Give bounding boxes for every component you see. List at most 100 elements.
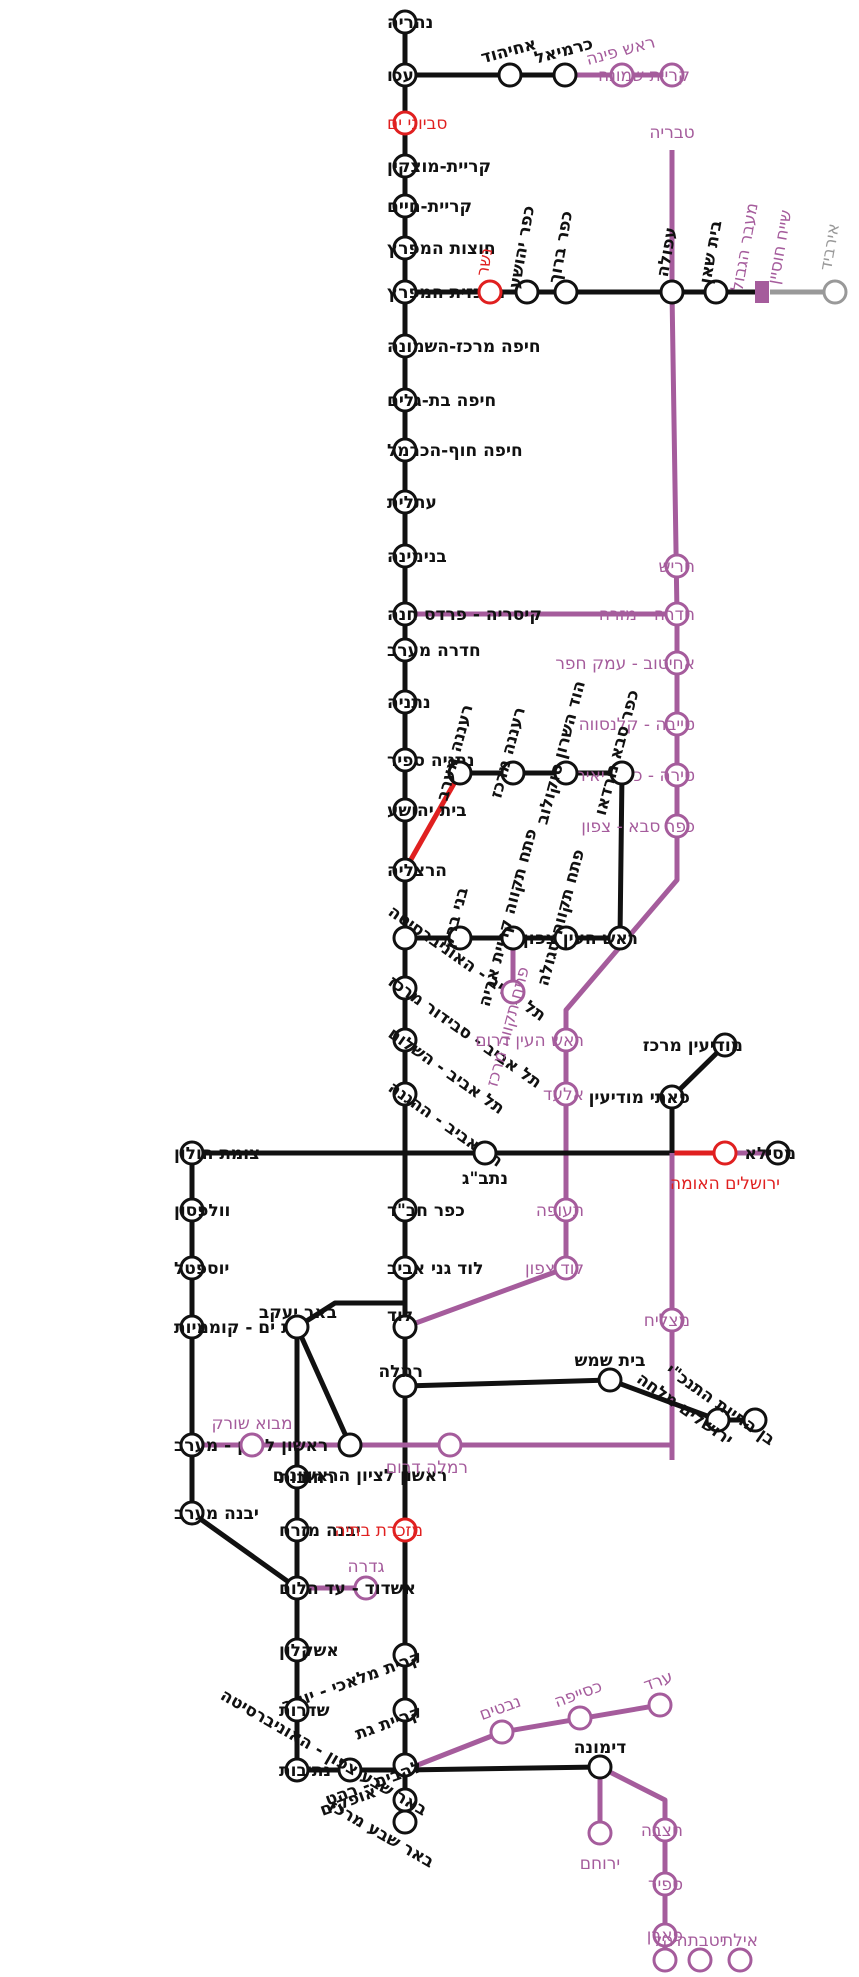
station-label: עפולה: [653, 226, 681, 279]
station-hashmona: חיפה מרכז-השמונה: [387, 333, 541, 359]
station-haderamizrach: חדרה - מזרח: [599, 601, 695, 627]
station-marker: [497, 62, 523, 88]
station-achihud: אחיהוד: [479, 34, 539, 88]
station-label: תעופה: [536, 1201, 584, 1221]
rail-line-planned: [404, 150, 680, 1330]
station-chaim: קריית-חיים: [387, 193, 472, 219]
station-label: אירביד: [816, 222, 844, 272]
station-label: כפר סבא נורדאו: [591, 688, 644, 818]
station-mevaseret: מסילא: [744, 1140, 796, 1166]
station-marker: [607, 925, 633, 951]
station-label: מעבר הגבול: [727, 201, 762, 292]
station-marker: [179, 1140, 205, 1166]
station-elad: אלעד: [543, 1081, 584, 1107]
station-kfaryehoshua: כפר יהושע: [505, 204, 540, 305]
station-marker: [742, 1407, 768, 1433]
station-marker: [179, 1314, 205, 1340]
station-batyam: בת ים - קוממיות: [174, 1314, 303, 1340]
station-label: לוד גני אביב: [387, 1259, 483, 1279]
station-label: ראש העין דרום: [475, 1031, 584, 1051]
station-label: חיפה חוף-הכרמל: [387, 441, 523, 461]
station-nahariya: נהריה: [387, 9, 433, 35]
station-marker: [712, 1032, 738, 1058]
station-marker: [609, 62, 635, 88]
station-label: קריית-מוצקין: [387, 157, 491, 177]
station-metzila: מצליח: [644, 1307, 690, 1333]
rail-line-existing: [404, 1377, 755, 1423]
station-paran: פארן: [647, 1922, 683, 1948]
station-marker: [659, 279, 685, 305]
station-marker: [664, 650, 690, 676]
station-label: ספיר: [648, 1875, 683, 1895]
station-marker: [284, 1637, 310, 1663]
station-label: נשר: [473, 246, 498, 277]
station-marker: [664, 711, 690, 737]
station-marker: [353, 1575, 379, 1601]
station-natbag: נתב"ג: [462, 1140, 508, 1189]
station-label: חצבה: [641, 1821, 683, 1841]
station-label: עכו: [387, 66, 414, 86]
station-label: חוצות המפרץ: [387, 239, 496, 259]
station-label: גדרה: [348, 1557, 385, 1577]
station-label: טירה - כוכב יאיר: [576, 766, 695, 786]
station-label: חריש: [658, 557, 695, 577]
station-marker: [447, 925, 473, 951]
station-label: טבריה: [649, 123, 694, 143]
station-nesher: נשר: [473, 246, 503, 305]
station-ashkelon: אשקלון: [279, 1637, 339, 1663]
station-marker: [659, 1084, 685, 1110]
station-shehmhussein: שייח חוסיין: [764, 208, 797, 286]
station-marker: [587, 1754, 613, 1780]
station-label: כפר סבא - צפון: [581, 817, 695, 837]
station-marker: [392, 1517, 418, 1543]
station-label: מרכזית המפרץ: [387, 283, 505, 303]
station-marker: [437, 1432, 463, 1458]
station-label: פתח תקווה סגולה: [533, 847, 589, 988]
station-nevatim: נבטים: [477, 1692, 524, 1745]
station-label: רעננה מרכז: [486, 705, 530, 801]
station-yoseftal: יוספטל: [174, 1255, 229, 1281]
station-gedera: גדרה: [348, 1557, 385, 1601]
station-marker: [392, 797, 418, 823]
station-marker: [392, 279, 418, 305]
station-marker: [392, 153, 418, 179]
station-motzkin: קריית-מוצקין: [387, 153, 491, 179]
station-marker: [337, 1432, 363, 1458]
station-label: ראש העין צפון: [523, 929, 638, 949]
station-label: אשקלון: [279, 1641, 339, 1661]
station-ramladarom: רמלה דרום: [386, 1432, 468, 1478]
station-marker: [392, 1197, 418, 1223]
station-label: נתיבות: [279, 1761, 331, 1781]
station-tiberias: טבריה: [649, 123, 694, 143]
station-marker: [703, 279, 729, 305]
station-marker: [553, 279, 579, 305]
station-label: יוספטל: [174, 1259, 229, 1279]
station-marker: [659, 1307, 685, 1333]
station-tira: טירה - כוכב יאיר: [576, 762, 695, 788]
station-marker: [553, 1255, 579, 1281]
station-label: חדרה מערב: [387, 641, 481, 661]
station-modiinmerkaz: מודיעין מרכז: [643, 1032, 743, 1058]
station-marker: [597, 1367, 623, 1393]
station-label: מסילא: [744, 1144, 796, 1164]
station-marker: [500, 979, 526, 1005]
station-label: ירוחם: [580, 1854, 620, 1874]
station-haderamaarav: חדרה מערב: [387, 637, 481, 663]
station-label: יבנה מערב: [174, 1504, 259, 1524]
station-marker: [652, 1947, 678, 1973]
station-marker: [179, 1197, 205, 1223]
station-marker: [553, 1081, 579, 1107]
station-hofhacarmel: חיפה חוף-הכרמל: [387, 437, 523, 463]
rail-line-existing: [295, 1300, 405, 1330]
station-marker: [392, 975, 418, 1001]
station-yavnemaarav: יבנה מערב: [174, 1500, 259, 1526]
station-akko: עכו: [387, 62, 418, 88]
station-marker: [392, 925, 418, 951]
station-netanya: נתניה: [387, 689, 431, 715]
station-marker: [664, 601, 690, 627]
station-marker: [392, 747, 418, 773]
station-marker: [179, 1432, 205, 1458]
station-label: רמלה: [378, 1362, 423, 1382]
station-marker: [392, 333, 418, 359]
